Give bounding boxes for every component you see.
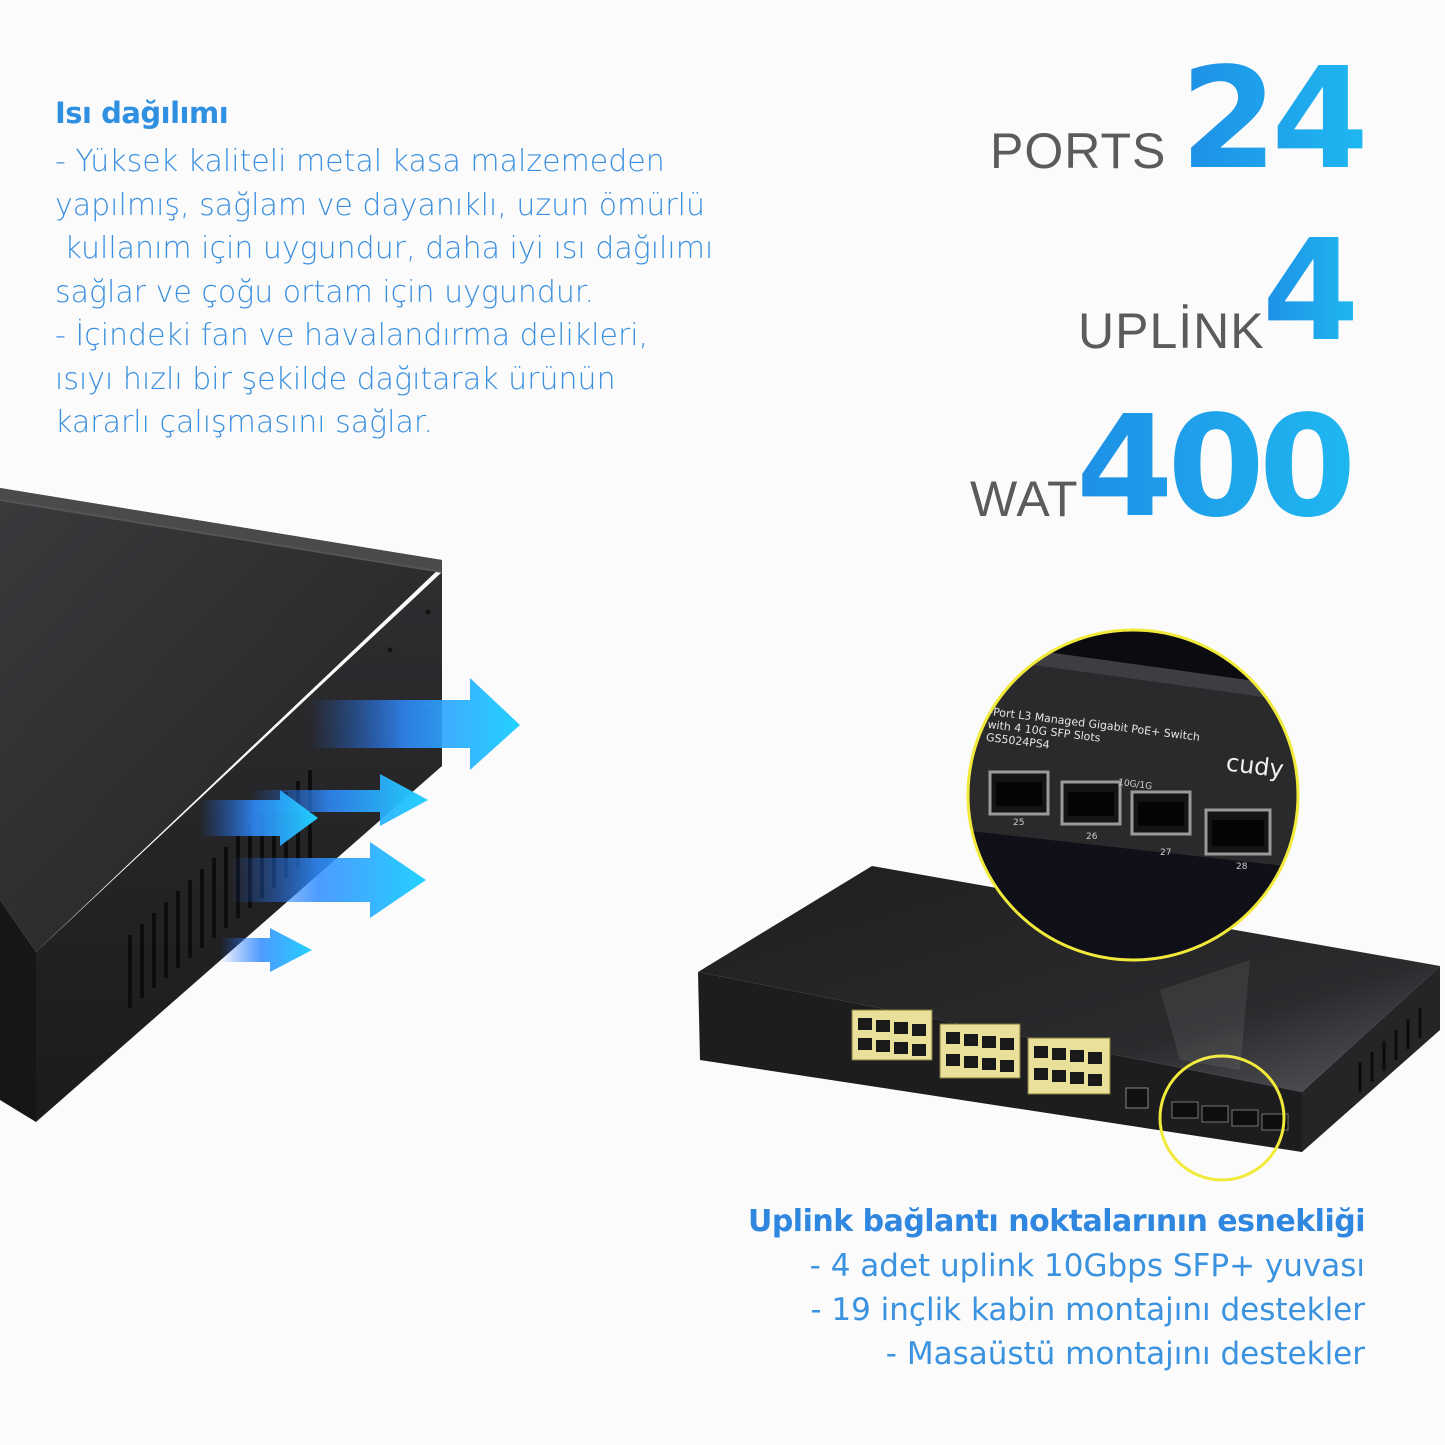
sfp-port-label: 25 — [1013, 818, 1025, 828]
highlight-ring — [1158, 1054, 1286, 1182]
heat-line: sağlar ve çoğu ortam için uygundur. — [55, 274, 595, 310]
sfp-port-label: 28 — [1236, 862, 1248, 872]
heat-line: kullanım için uygundur, daha iyi ısı dağ… — [55, 231, 714, 266]
watt-label: WAT — [970, 471, 1079, 527]
sfp-port-label: 27 — [1160, 848, 1172, 858]
heat-line: ısıyı hızlı bir şekilde dağıtarak ürünün — [55, 361, 616, 397]
ports-value: 24 — [1180, 38, 1369, 201]
heat-line: - Yüksek kaliteli metal kasa malzemeden — [55, 144, 665, 179]
uplink-line: - 4 adet uplink 10Gbps SFP+ yuvası — [809, 1248, 1365, 1284]
sfp-port-label: 26 — [1086, 832, 1098, 842]
sfp-zoom-loupe — [966, 628, 1300, 962]
heat-line: kararlı çalışmasını sağlar. — [55, 405, 433, 440]
heat-title: Isı dağılımı — [55, 96, 229, 130]
heat-line: yapılmış, sağlam ve dayanıklı, uzun ömür… — [55, 187, 705, 223]
uplink-line: - Masaüstü montajını destekler — [885, 1336, 1365, 1372]
uplink-value: 4 — [1262, 210, 1359, 373]
watt-value: 400 — [1076, 386, 1356, 549]
switch-device — [698, 866, 1440, 1182]
uplink-label: UPLİNK — [1078, 303, 1265, 359]
heat-line: - İçindeki fan ve havalandırma delikleri… — [55, 318, 649, 353]
heat-description: - Yüksek kaliteli metal kasa malzemeden … — [55, 140, 775, 445]
uplink-line: - 19 inçlik kabin montajını destekler — [810, 1292, 1365, 1328]
uplink-title: Uplink bağlantı noktalarının esnekliği — [747, 1204, 1366, 1239]
ports-label: PORTS — [990, 123, 1167, 179]
chassis-closeup — [0, 488, 443, 1122]
airflow-arrows-icon — [200, 678, 520, 972]
